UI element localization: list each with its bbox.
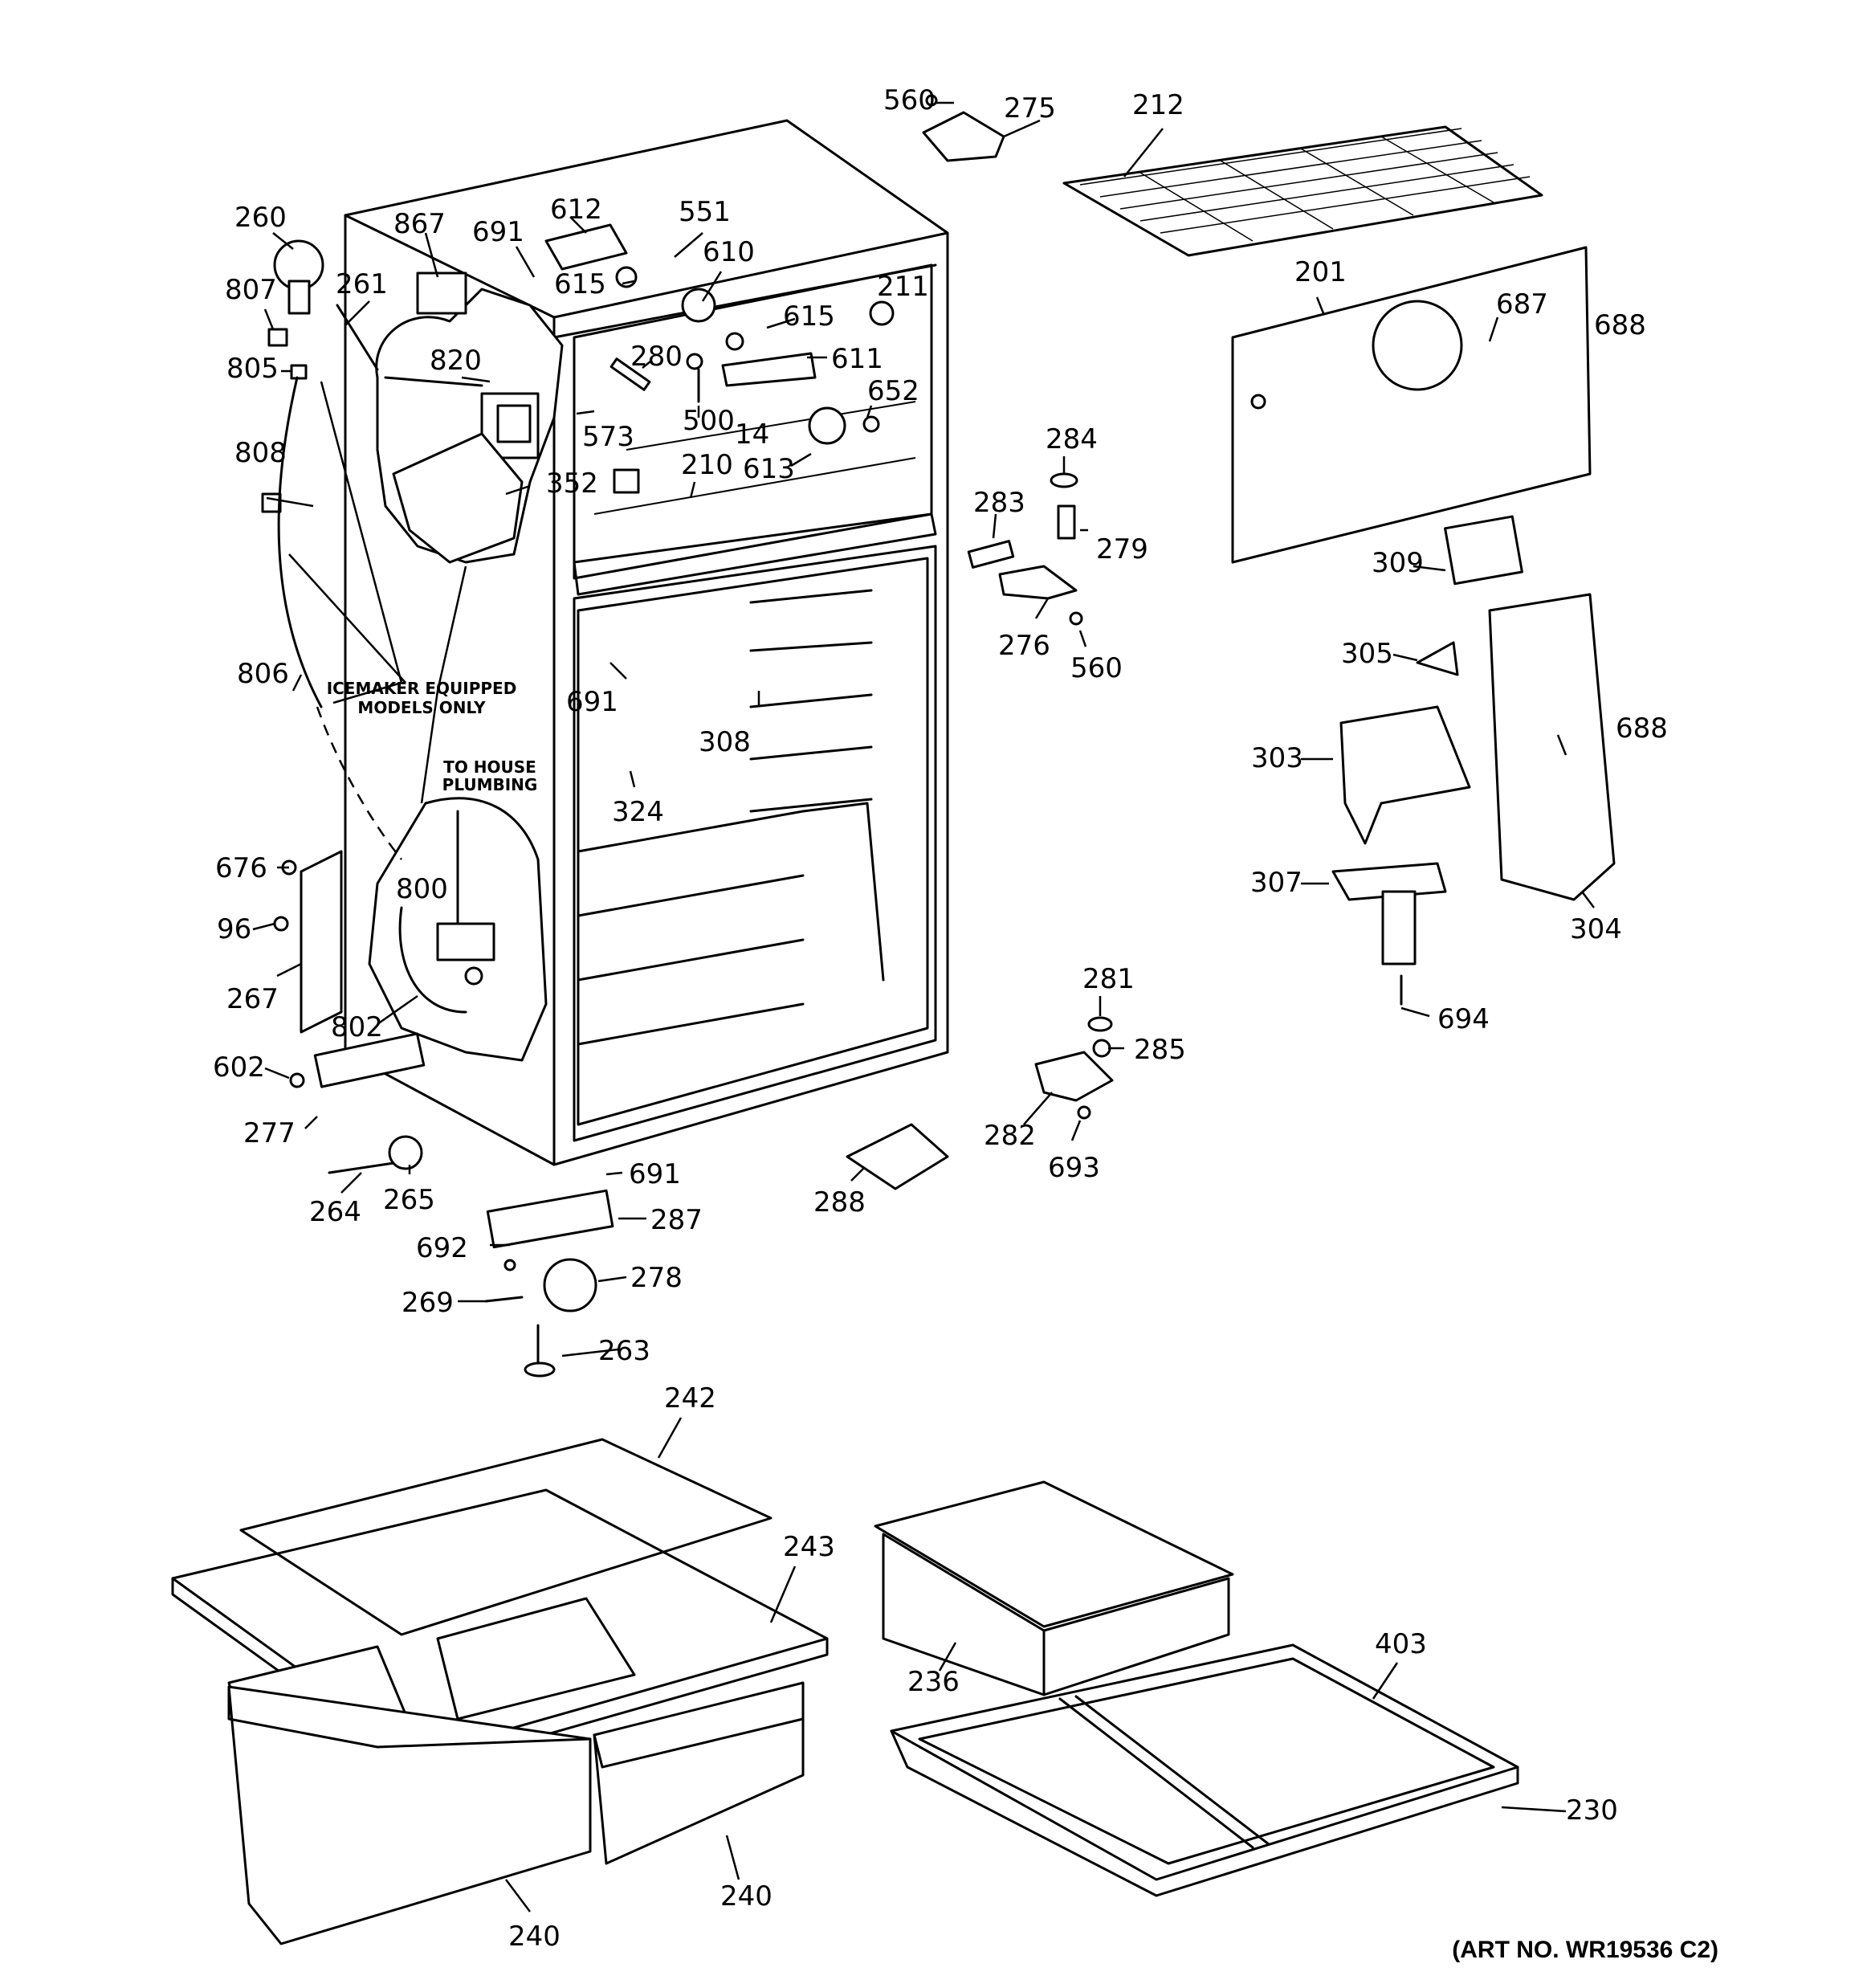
callout-label: 282 [984, 1120, 1036, 1152]
callout-label: 500 [683, 405, 735, 437]
callout-label: 806 [237, 658, 289, 690]
callout-label: 807 [225, 274, 277, 306]
callout-label: 802 [331, 1011, 383, 1043]
callout-label: 278 [630, 1262, 683, 1294]
callout-label: 265 [383, 1184, 435, 1216]
callout-label: 691 [629, 1158, 681, 1190]
callout-label: 612 [550, 194, 602, 226]
center-hinge-parts [846, 472, 1114, 1190]
callout-label: 305 [1341, 638, 1393, 670]
callout-label: 276 [998, 630, 1050, 662]
plumbing-note-line1: TO HOUSE [443, 757, 536, 777]
callout-label: 688 [1616, 712, 1668, 745]
freezer-back-cover [1231, 246, 1592, 586]
top-controls [544, 223, 895, 494]
callout-label: 285 [1134, 1034, 1186, 1066]
icemaker-cutaway [375, 271, 564, 564]
top-hinge [922, 94, 1005, 162]
callout-label: 267 [226, 983, 279, 1015]
icemaker-note-line2: MODELS ONLY [357, 698, 486, 717]
callout-label: 283 [973, 487, 1025, 519]
crisper-drawers [227, 1681, 805, 1945]
callout-label: 240 [508, 1921, 561, 1953]
callout-label: 610 [703, 236, 755, 268]
art-number: (ART NO. WR19536 C2) [1452, 1937, 1718, 1963]
plumbing-note-line2: PLUMBING [442, 775, 538, 794]
air-duct-assembly [1331, 593, 1616, 1006]
callout-label: 212 [1132, 89, 1184, 121]
callout-label: 688 [1594, 309, 1646, 341]
callout-label: 694 [1437, 1003, 1490, 1035]
callout-label: 307 [1250, 867, 1302, 899]
callout-label: 867 [393, 208, 446, 240]
icemaker-note-line1: ICEMAKER EQUIPPED [327, 679, 517, 698]
callout-label: 808 [234, 437, 287, 469]
callout-label: 687 [1496, 288, 1548, 320]
callout-label: 242 [664, 1382, 716, 1414]
callout-label: 693 [1048, 1152, 1100, 1184]
callout-label: 560 [1070, 652, 1123, 684]
icemaker-note: ICEMAKER EQUIPPED MODELS ONLY [327, 679, 517, 717]
callout-label: 613 [743, 453, 795, 485]
callout-label: 211 [877, 271, 929, 303]
meat-pan [874, 1480, 1234, 1696]
callout-label: 264 [309, 1196, 361, 1228]
callout-label: 280 [630, 341, 683, 373]
callout-label: 611 [831, 343, 883, 375]
callout-label: 551 [679, 196, 731, 228]
callout-label: 324 [612, 796, 664, 828]
callout-label: 240 [720, 1880, 773, 1912]
callout-label: 691 [472, 216, 524, 248]
callout-label: 287 [650, 1204, 703, 1236]
callout-label: 281 [1082, 963, 1135, 995]
callout-label: 573 [582, 421, 634, 453]
callout-label: 352 [546, 467, 598, 500]
callout-label: 14 [735, 418, 769, 451]
callout-label: 308 [699, 726, 751, 758]
callout-label: 820 [430, 345, 482, 377]
callout-label: 800 [396, 873, 448, 905]
freezer-wire-shelf [1062, 125, 1543, 257]
callout-label: 560 [883, 84, 936, 116]
callout-label: 602 [213, 1051, 265, 1084]
callout-label: 243 [783, 1531, 835, 1563]
callout-label: 304 [1570, 913, 1622, 945]
callout-label: 615 [783, 300, 835, 333]
callout-label: 615 [554, 268, 606, 300]
callout-label: 676 [215, 852, 267, 884]
callout-label: 210 [681, 449, 733, 481]
callout-label: 652 [867, 375, 919, 407]
callout-label: 277 [243, 1117, 296, 1149]
callout-label: 96 [217, 913, 251, 945]
plumbing-note: TO HOUSE PLUMBING [442, 757, 538, 794]
left-side-parts [261, 239, 614, 1378]
callout-label: 230 [1566, 1794, 1618, 1827]
callout-label: 260 [234, 202, 287, 234]
leader-lines [252, 101, 1595, 1912]
callout-label: 288 [813, 1186, 866, 1219]
water-valve-cutaway [368, 797, 548, 1062]
callout-label: 261 [336, 268, 388, 300]
callout-label: 269 [402, 1287, 454, 1319]
callout-label: 263 [598, 1335, 650, 1367]
callout-label: 284 [1046, 423, 1098, 455]
callout-label: 692 [416, 1232, 468, 1264]
callout-label: 303 [1251, 742, 1303, 774]
callout-label: 691 [566, 686, 618, 718]
glass-shelf [890, 1643, 1519, 1897]
callout-label: 309 [1372, 547, 1424, 579]
callout-label: 805 [226, 353, 279, 385]
callout-label: 275 [1004, 92, 1056, 125]
callout-labels: 560 275 212 260 867 612 551 691 610 807 … [213, 84, 1668, 1953]
callout-label: 279 [1096, 533, 1148, 565]
callout-label: 236 [907, 1666, 960, 1698]
callout-label: 403 [1375, 1628, 1427, 1660]
callout-label: 201 [1294, 256, 1347, 288]
